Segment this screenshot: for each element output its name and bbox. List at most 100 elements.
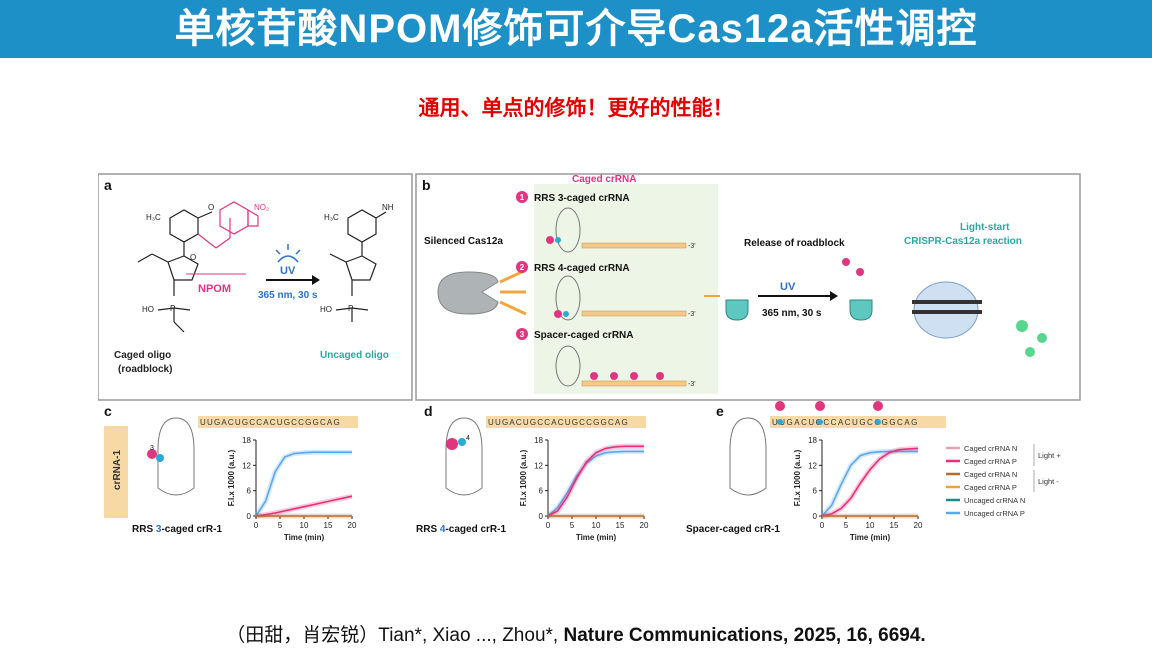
y-tick-label: 18: [242, 436, 251, 445]
series-line: [547, 445, 644, 517]
row-3-three-prime: -3': [688, 381, 696, 388]
citation-journal: Nature Communications, 2025, 16, 6694.: [563, 625, 926, 646]
pos-c: 3: [150, 445, 154, 452]
research-figure: a H₃C O NO₂ O P HO NPOM Caged oligo: [98, 173, 1081, 542]
x-tick-label: 20: [348, 521, 357, 530]
row-1-badge: [516, 191, 528, 203]
caged-o-top: O: [208, 203, 214, 212]
panel-b-letter: b: [422, 177, 431, 193]
citation-authors: （田甜，肖宏锐）Tian*, Xiao ..., Zhou*,: [226, 625, 564, 646]
y-tick-label: 6: [539, 487, 544, 496]
y-tick-label: 6: [813, 487, 818, 496]
crrna-side-label-bg: [104, 426, 128, 518]
seq-bg-d: [486, 416, 646, 428]
uv-label-a: UV: [280, 265, 296, 277]
series-line: [821, 450, 918, 517]
x-tick-label: 0: [546, 521, 551, 530]
npom-no2: NO₂: [254, 203, 269, 212]
caged-methyl: H₃C: [146, 213, 161, 222]
row-2-label: RRS 4-caged crRNA: [534, 263, 630, 274]
y-tick-label: 12: [534, 461, 543, 470]
row-3-number: 3: [520, 330, 525, 339]
panel-a: a H₃C O NO₂ O P HO NPOM Caged oligo: [98, 173, 413, 401]
panel-d: d 4 UUGACUGCCACUGCCGGCAG RRS 4-caged crR…: [416, 403, 646, 535]
x-tick-label: 5: [844, 521, 849, 530]
caged-ho: HO: [142, 305, 154, 314]
series-line: [255, 451, 352, 517]
lock-icon-2: [849, 299, 873, 321]
silenced-label: Silenced Cas12a: [424, 236, 503, 247]
series-line: [255, 495, 353, 517]
uncaged-p: P: [348, 304, 353, 313]
uncaged-nh: NH: [382, 203, 394, 212]
hairpin-d: [445, 417, 483, 496]
title-bar: [0, 0, 1152, 58]
uncaged-oligo-label: Uncaged oligo: [320, 350, 389, 361]
legend-item: Caged crRNA P: [964, 483, 1017, 492]
series-line: [821, 447, 919, 517]
x-tick-label: 0: [254, 521, 259, 530]
series-band: [820, 448, 918, 518]
legend-light-minus: Light -: [1038, 477, 1059, 486]
seq-e: UUGACUGCCACUGCCGGCAG: [772, 418, 919, 427]
x-tick-label: 10: [592, 521, 601, 530]
y-tick-label: 12: [242, 461, 251, 470]
series-line: [547, 450, 644, 517]
roadblock-label: (roadblock): [118, 364, 172, 375]
crrna-row-1: 1 RRS 3-caged crRNA -3': [516, 191, 696, 253]
caption-e: Spacer-caged crR-1: [686, 524, 780, 535]
panel-d-letter: d: [424, 403, 433, 419]
y-tick-label: 6: [247, 487, 252, 496]
caged-crrna-title: Caged crRNA: [572, 174, 636, 185]
caged-molecule: [137, 201, 259, 333]
uv-lamp-icon: [275, 244, 301, 263]
panel-a-letter: a: [104, 177, 112, 193]
y-tick-label: 0: [813, 512, 818, 521]
uncaged-methyl: H₃C: [324, 213, 339, 222]
legend-item: Caged crRNA P: [964, 457, 1017, 466]
y-tick-label: 18: [534, 436, 543, 445]
legend-item: Caged crRNA N: [964, 444, 1017, 453]
y-tick-label: 12: [808, 461, 817, 470]
row-3-label: Spacer-caged crRNA: [534, 330, 633, 341]
crrna-row-2: 2 RRS 4-caged crRNA -3': [516, 261, 696, 321]
lock-icon-1: [725, 299, 749, 321]
row-1-label: RRS 3-caged crRNA: [534, 193, 630, 204]
uncaged-ho: HO: [320, 305, 332, 314]
legend-item: Uncaged crRNA P: [964, 509, 1025, 518]
x-tick-label: 5: [278, 521, 283, 530]
uv-label-b: UV: [780, 281, 796, 293]
x-tick-label: 15: [324, 521, 333, 530]
seq-c: UUGACUGCCACUGCCGGCAG: [200, 418, 341, 427]
slide-title: 单核苷酸NPOM修饰可介导Cas12a活性调控: [174, 7, 978, 51]
npom-label: NPOM: [198, 283, 231, 295]
panel-b-frame: [415, 173, 1081, 401]
crrna-side-label: crRNA-1: [112, 450, 123, 490]
y-tick-label: 18: [808, 436, 817, 445]
release-label: Release of roadblock: [744, 238, 845, 249]
citation: （田甜，肖宏锐）Tian*, Xiao ..., Zhou*, Nature C…: [0, 620, 1152, 647]
panel-b: b Caged crRNA Silenced Cas12a 1 RRS 3-ca…: [415, 173, 1081, 401]
x-tick-label: 5: [570, 521, 575, 530]
crrna-background: [534, 184, 718, 394]
x-axis-label: Time (min): [284, 533, 325, 542]
x-tick-label: 20: [640, 521, 649, 530]
x-axis-label: Time (min): [850, 533, 891, 542]
legend-light-plus: Light +: [1038, 451, 1061, 460]
x-tick-label: 20: [914, 521, 923, 530]
condition-b: 365 nm, 30 s: [762, 308, 822, 319]
caged-o-ring: O: [190, 253, 196, 262]
row-2-badge: [516, 261, 528, 273]
row-3-badge: [516, 328, 528, 340]
panel-e: e UUGACUGCCACUGCCGGCAG Spacer-caged crR-…: [686, 401, 946, 535]
caged-sugar-ring: [167, 255, 199, 281]
y-tick-label: 0: [539, 512, 544, 521]
x-tick-label: 15: [890, 521, 899, 530]
seq-bg-c: [198, 416, 358, 428]
uncaged-molecule: [329, 209, 387, 322]
